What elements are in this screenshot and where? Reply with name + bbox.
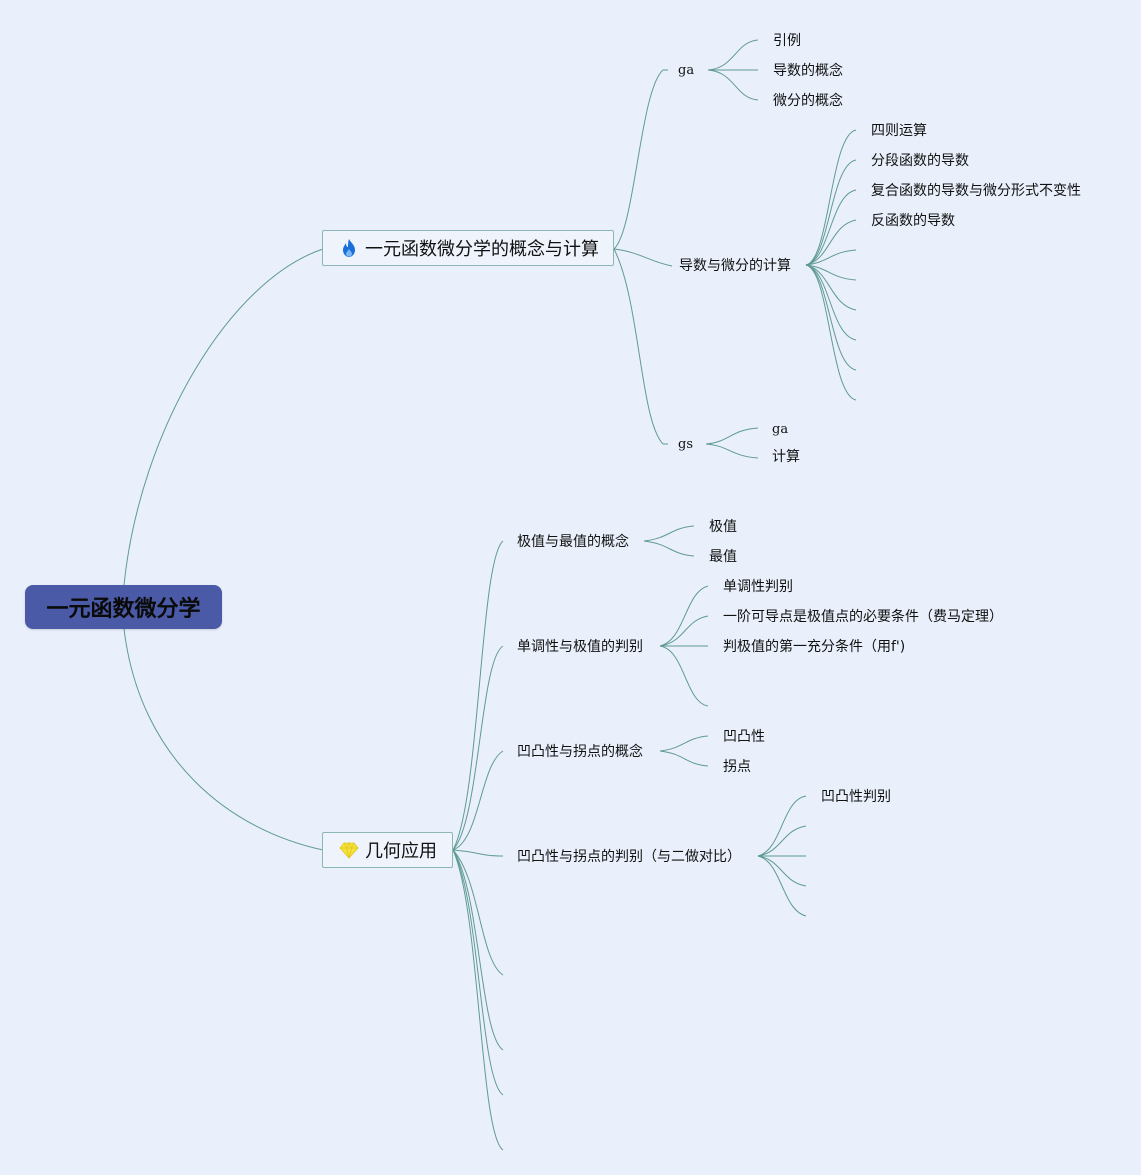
node-gs-item-1[interactable]: 计算 bbox=[772, 448, 800, 466]
node-label: 拐点 bbox=[723, 759, 751, 775]
node-label: ga bbox=[678, 63, 695, 78]
edge-mono-1 bbox=[659, 585, 709, 647]
edge-calc-10 bbox=[805, 264, 857, 401]
root-node[interactable]: 一元函数微分学 bbox=[25, 585, 222, 629]
node-label: 引例 bbox=[773, 33, 801, 49]
edge-cj-1 bbox=[757, 795, 807, 857]
edge-calc-7 bbox=[805, 264, 857, 311]
node-label: 单调性与极值的判别 bbox=[517, 639, 643, 655]
edge-b2-6 bbox=[452, 849, 504, 1051]
fire-icon bbox=[343, 239, 355, 257]
node-label: ga bbox=[772, 422, 789, 437]
gem-icon bbox=[339, 842, 359, 859]
edge-ga-3 bbox=[707, 69, 759, 101]
edge-root-branch1 bbox=[123, 248, 324, 586]
edge-mono-2 bbox=[659, 615, 709, 647]
edge-calc-5 bbox=[805, 249, 857, 266]
node-label: 复合函数的导数与微分形式不变性 bbox=[871, 183, 1081, 199]
node-convex-judge[interactable]: 凹凸性与拐点的判别（与二做对比） bbox=[517, 848, 741, 866]
node-label: 凹凸性与拐点的概念 bbox=[517, 744, 643, 760]
edge-calc-2 bbox=[805, 159, 857, 266]
node-convex-judge-item-0[interactable]: 凹凸性判别 bbox=[821, 788, 891, 806]
edge-b2-extreme bbox=[452, 540, 504, 851]
node-gs[interactable]: gs bbox=[678, 436, 693, 454]
node-label: 计算 bbox=[772, 449, 800, 465]
node-label: 最值 bbox=[709, 549, 737, 565]
node-extreme-item-0[interactable]: 极值 bbox=[709, 518, 737, 536]
edge-cvx-1 bbox=[659, 735, 709, 752]
branch-label: 一元函数微分学的概念与计算 bbox=[365, 239, 599, 260]
branch-node-geometry[interactable]: 几何应用 bbox=[322, 832, 453, 868]
node-label: 一阶可导点是极值点的必要条件（费马定理） bbox=[723, 609, 1003, 625]
edge-calc-8 bbox=[805, 264, 857, 341]
node-label: 凹凸性与拐点的判别（与二做对比） bbox=[517, 849, 741, 865]
node-label: 四则运算 bbox=[871, 123, 927, 139]
node-calc-item-0[interactable]: 四则运算 bbox=[871, 122, 927, 140]
node-label: 导数与微分的计算 bbox=[679, 258, 791, 274]
node-calc-item-2[interactable]: 复合函数的导数与微分形式不变性 bbox=[871, 182, 1081, 200]
edge-b2-5 bbox=[452, 849, 504, 976]
node-label: 判极值的第一充分条件（用f') bbox=[723, 639, 906, 655]
node-label: 单调性判别 bbox=[723, 579, 793, 595]
branch-node-concept-calc[interactable]: 一元函数微分学的概念与计算 bbox=[322, 230, 614, 266]
edge-cvx-2 bbox=[659, 750, 709, 767]
branch-label: 几何应用 bbox=[365, 841, 437, 862]
node-ga-item-2[interactable]: 微分的概念 bbox=[773, 92, 843, 110]
edge-root-branch2 bbox=[123, 628, 324, 851]
node-label: 极值与最值的概念 bbox=[517, 534, 629, 550]
node-label: 反函数的导数 bbox=[871, 213, 955, 229]
edge-b2-mono bbox=[452, 645, 504, 851]
edge-cj-4 bbox=[757, 855, 807, 887]
edge-b1-calc bbox=[613, 248, 673, 267]
edge-ga-1 bbox=[707, 39, 759, 71]
edge-cj-5 bbox=[757, 855, 807, 917]
edge-cj-2 bbox=[757, 825, 807, 857]
node-label: 凹凸性判别 bbox=[821, 789, 891, 805]
node-ga[interactable]: ga bbox=[678, 62, 694, 80]
edge-calc-4 bbox=[805, 219, 857, 266]
node-label: 极值 bbox=[709, 519, 737, 535]
edge-gs-2 bbox=[705, 443, 759, 459]
edge-calc-6 bbox=[805, 264, 857, 281]
node-extreme[interactable]: 极值与最值的概念 bbox=[517, 533, 629, 551]
edge-b1-gs bbox=[613, 248, 664, 445]
node-convex[interactable]: 凹凸性与拐点的概念 bbox=[517, 743, 643, 761]
edge-b2-7 bbox=[452, 849, 504, 1096]
node-gs-item-0[interactable]: ga bbox=[772, 421, 788, 439]
node-calc[interactable]: 导数与微分的计算 bbox=[679, 257, 791, 275]
node-ga-item-0[interactable]: 引例 bbox=[773, 32, 801, 50]
node-mono-item-2[interactable]: 判极值的第一充分条件（用f') bbox=[723, 638, 905, 656]
edge-gs-1 bbox=[705, 427, 759, 445]
node-label: 凹凸性 bbox=[723, 729, 765, 745]
node-calc-item-1[interactable]: 分段函数的导数 bbox=[871, 152, 969, 170]
root-label: 一元函数微分学 bbox=[46, 597, 201, 622]
node-label: 分段函数的导数 bbox=[871, 153, 969, 169]
node-label: 导数的概念 bbox=[773, 63, 843, 79]
node-label: gs bbox=[678, 437, 693, 452]
node-mono[interactable]: 单调性与极值的判别 bbox=[517, 638, 643, 656]
node-mono-item-0[interactable]: 单调性判别 bbox=[723, 578, 793, 596]
edge-calc-9 bbox=[805, 264, 857, 371]
edge-b2-convexJudge bbox=[452, 849, 504, 857]
edge-b1-ga bbox=[613, 69, 664, 250]
node-convex-item-0[interactable]: 凹凸性 bbox=[723, 728, 765, 746]
edge-ext-1 bbox=[643, 525, 695, 542]
edge-calc-3 bbox=[805, 189, 857, 266]
edge-b2-convex bbox=[452, 750, 504, 851]
edge-calc-1 bbox=[805, 129, 857, 266]
node-convex-item-1[interactable]: 拐点 bbox=[723, 758, 751, 776]
node-extreme-item-1[interactable]: 最值 bbox=[709, 548, 737, 566]
node-mono-item-1[interactable]: 一阶可导点是极值点的必要条件（费马定理） bbox=[723, 608, 1003, 626]
node-ga-item-1[interactable]: 导数的概念 bbox=[773, 62, 843, 80]
edge-b2-8 bbox=[452, 849, 504, 1151]
node-label: 微分的概念 bbox=[773, 93, 843, 109]
edge-ext-2 bbox=[643, 540, 695, 557]
node-calc-item-3[interactable]: 反函数的导数 bbox=[871, 212, 955, 230]
edge-mono-4 bbox=[659, 645, 709, 707]
